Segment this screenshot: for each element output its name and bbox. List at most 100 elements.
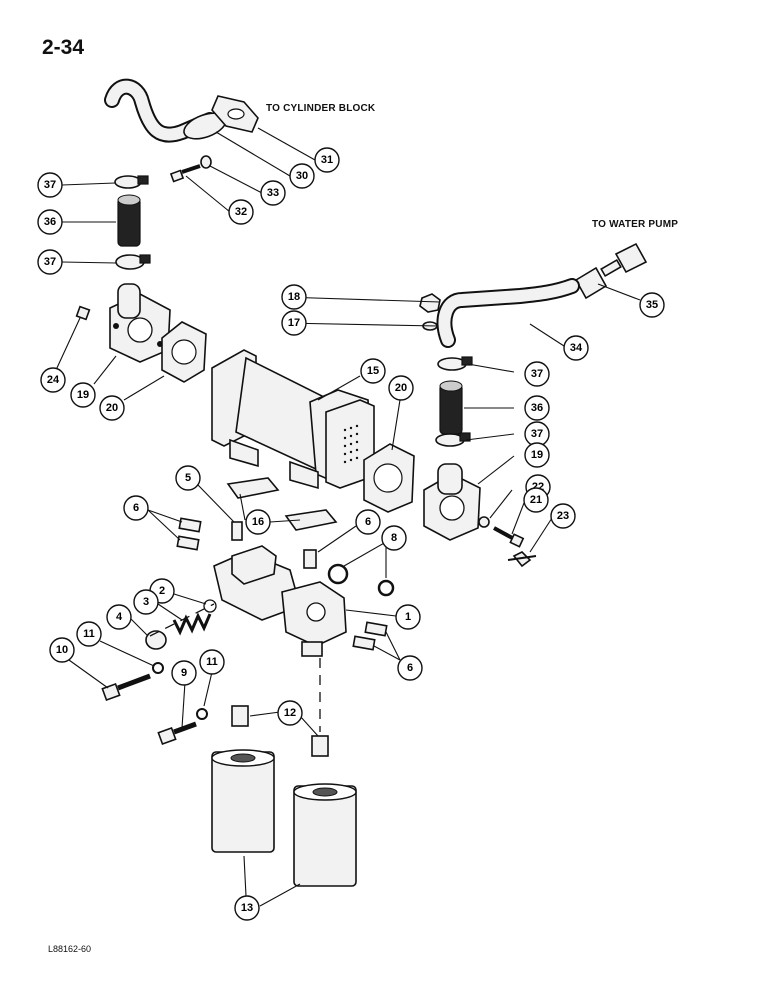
callout-36-right: 36 xyxy=(524,395,550,421)
callout-32: 32 xyxy=(228,199,254,225)
svg-text:2: 2 xyxy=(159,585,165,597)
page-number: 2-34 xyxy=(42,36,85,59)
svg-text:3: 3 xyxy=(143,596,149,608)
svg-text:36: 36 xyxy=(44,216,56,228)
callout-19-left: 19 xyxy=(70,382,96,408)
callout-18: 18 xyxy=(281,284,307,310)
svg-text:34: 34 xyxy=(570,342,583,354)
callout-11-left: 11 xyxy=(76,621,102,647)
svg-text:9: 9 xyxy=(181,667,187,679)
svg-text:6: 6 xyxy=(133,502,139,514)
callout-33: 33 xyxy=(260,180,286,206)
svg-text:30: 30 xyxy=(296,170,308,182)
svg-text:37: 37 xyxy=(44,256,56,268)
washer-33-part xyxy=(200,155,212,169)
svg-text:36: 36 xyxy=(531,402,543,414)
bolt-32-part xyxy=(169,164,201,183)
svg-text:24: 24 xyxy=(47,374,60,386)
gasket-20-right-part xyxy=(363,443,415,513)
callout-17: 17 xyxy=(281,310,307,336)
svg-text:11: 11 xyxy=(206,656,218,668)
svg-text:6: 6 xyxy=(407,662,413,674)
svg-text:13: 13 xyxy=(241,902,253,914)
svg-text:33: 33 xyxy=(267,187,279,199)
callout-23: 23 xyxy=(550,503,576,529)
right-housing-part xyxy=(423,463,481,541)
callout-21: 21 xyxy=(523,487,549,513)
reference-code: L88162-60 xyxy=(48,944,92,954)
callout-20-right: 20 xyxy=(388,375,414,401)
callout-12: 12 xyxy=(277,700,303,726)
ball-2-part xyxy=(203,599,217,613)
svg-text:23: 23 xyxy=(557,510,569,522)
plug-6-mid-part xyxy=(303,549,317,569)
flange-gasket-part xyxy=(211,95,259,133)
clamp-37-right-top-part xyxy=(437,356,473,371)
svg-text:16: 16 xyxy=(252,516,264,528)
svg-text:18: 18 xyxy=(288,291,300,303)
svg-text:8: 8 xyxy=(391,532,397,544)
callout-30: 30 xyxy=(289,163,315,189)
fitting-23-part xyxy=(507,551,537,568)
callout-31: 31 xyxy=(314,147,340,173)
seal-8-part xyxy=(327,563,395,597)
leader-lines xyxy=(55,127,641,907)
fitting-35-part xyxy=(574,242,648,300)
callout-6-mid: 6 xyxy=(355,509,381,535)
callout-34: 34 xyxy=(563,335,589,361)
callout-16: 16 xyxy=(245,509,271,535)
svg-text:19: 19 xyxy=(531,449,543,461)
callout-11-right: 11 xyxy=(199,649,225,675)
svg-text:5: 5 xyxy=(185,472,191,484)
oil-cooler-part xyxy=(211,349,375,490)
callout-19-right: 19 xyxy=(524,442,550,468)
hose-36-right-part xyxy=(439,380,463,435)
bolt-10-part xyxy=(101,673,151,702)
svg-text:15: 15 xyxy=(367,365,379,377)
callout-6-upper: 6 xyxy=(123,495,149,521)
filter-left-part xyxy=(211,749,275,853)
callout-6-lower: 6 xyxy=(397,655,423,681)
svg-text:17: 17 xyxy=(288,317,300,329)
callout-37-left-top: 37 xyxy=(37,172,63,198)
callout-3: 3 xyxy=(133,589,159,615)
right-hose-34-part xyxy=(436,278,580,348)
svg-text:37: 37 xyxy=(531,428,543,440)
svg-text:32: 32 xyxy=(235,206,247,218)
callout-37-left-lower: 37 xyxy=(37,249,63,275)
callout-1: 1 xyxy=(395,604,421,630)
callout-8: 8 xyxy=(381,525,407,551)
svg-text:37: 37 xyxy=(44,179,56,191)
svg-text:20: 20 xyxy=(106,402,118,414)
callout-36-left: 36 xyxy=(37,209,63,235)
callout-20-left: 20 xyxy=(99,395,125,421)
plug-24-part xyxy=(75,305,91,321)
svg-text:21: 21 xyxy=(530,494,542,506)
hose-36-left-part xyxy=(117,194,141,247)
svg-text:10: 10 xyxy=(56,644,68,656)
callout-24: 24 xyxy=(40,367,66,393)
left-housing-part xyxy=(109,283,171,363)
svg-text:31: 31 xyxy=(321,154,333,166)
clamp-37-right-lower-part xyxy=(435,432,471,447)
callout-9: 9 xyxy=(171,660,197,686)
plug-6-lower-part xyxy=(352,621,388,651)
nut-18-part xyxy=(419,293,441,313)
washer-22-part xyxy=(478,516,490,528)
callout-37-right-top: 37 xyxy=(524,361,550,387)
gasket-16-part xyxy=(226,477,338,531)
to-water-pump-label: TO WATER PUMP xyxy=(592,219,679,230)
to-cylinder-block-label: TO CYLINDER BLOCK xyxy=(266,103,376,114)
clamp-37-lower-part xyxy=(115,254,151,270)
svg-text:35: 35 xyxy=(646,299,658,311)
plug-5-part xyxy=(231,521,243,541)
svg-text:37: 37 xyxy=(531,368,543,380)
plug-6-upper-left-part xyxy=(176,517,202,551)
callout-35: 35 xyxy=(639,292,665,318)
svg-text:19: 19 xyxy=(77,389,89,401)
bolt-9-part xyxy=(157,721,197,746)
upper-hose-part xyxy=(104,78,227,143)
callout-15: 15 xyxy=(360,358,386,384)
callout-10: 10 xyxy=(49,637,75,663)
